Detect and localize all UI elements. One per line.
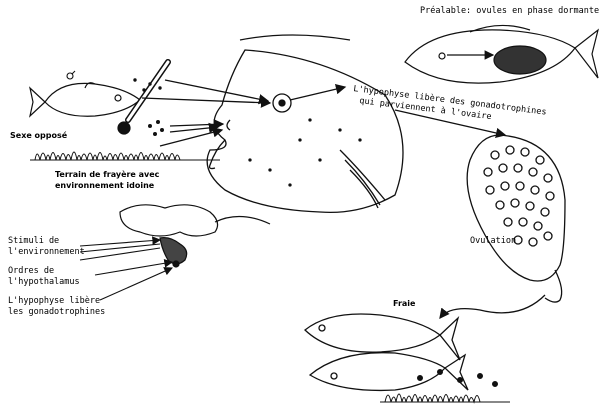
label-hypophysis-1: L'hypophyse libère bbox=[8, 296, 101, 306]
pituitary-arrow bbox=[289, 84, 347, 101]
label-spawn: Fraie bbox=[393, 299, 416, 308]
label-hypophysis-2: les gonadotrophines bbox=[8, 307, 106, 317]
label-orders-1: Ordres de bbox=[8, 266, 55, 276]
label-spawning-ground-1: Terrain de frayère avec bbox=[55, 170, 160, 179]
to-ovary-arrow bbox=[394, 109, 507, 139]
spawning-fish-pair bbox=[304, 313, 469, 392]
top-right-fish bbox=[404, 24, 600, 84]
label-opposite-sex: Sexe opposé bbox=[10, 131, 68, 140]
spawning-ground-bottom bbox=[380, 369, 510, 404]
label-stimuli-1: Stimuli de bbox=[8, 236, 60, 246]
label-spawning-ground-2: environnement idoine bbox=[55, 181, 155, 190]
opposite-sex-fish bbox=[29, 82, 141, 118]
label-dormant-ovules: Préalable: ovules en phase dormante bbox=[420, 6, 600, 16]
brain-hypothalamus bbox=[119, 204, 271, 268]
thermometer-icon bbox=[117, 59, 171, 135]
large-fish-head bbox=[206, 34, 404, 214]
male-symbol-icon bbox=[66, 70, 76, 80]
to-spawn-arrow bbox=[439, 294, 546, 320]
hypothalamus-arrows bbox=[79, 236, 174, 301]
label-orders-2: l'hypothalamus bbox=[8, 277, 80, 287]
stimuli-arrows bbox=[141, 79, 272, 147]
spawning-ground-vegetation bbox=[30, 78, 220, 161]
label-stimuli-2: l'environnement bbox=[8, 247, 85, 257]
ovary-ovulation bbox=[466, 134, 566, 303]
label-ovulation: Ovulation bbox=[470, 236, 517, 246]
